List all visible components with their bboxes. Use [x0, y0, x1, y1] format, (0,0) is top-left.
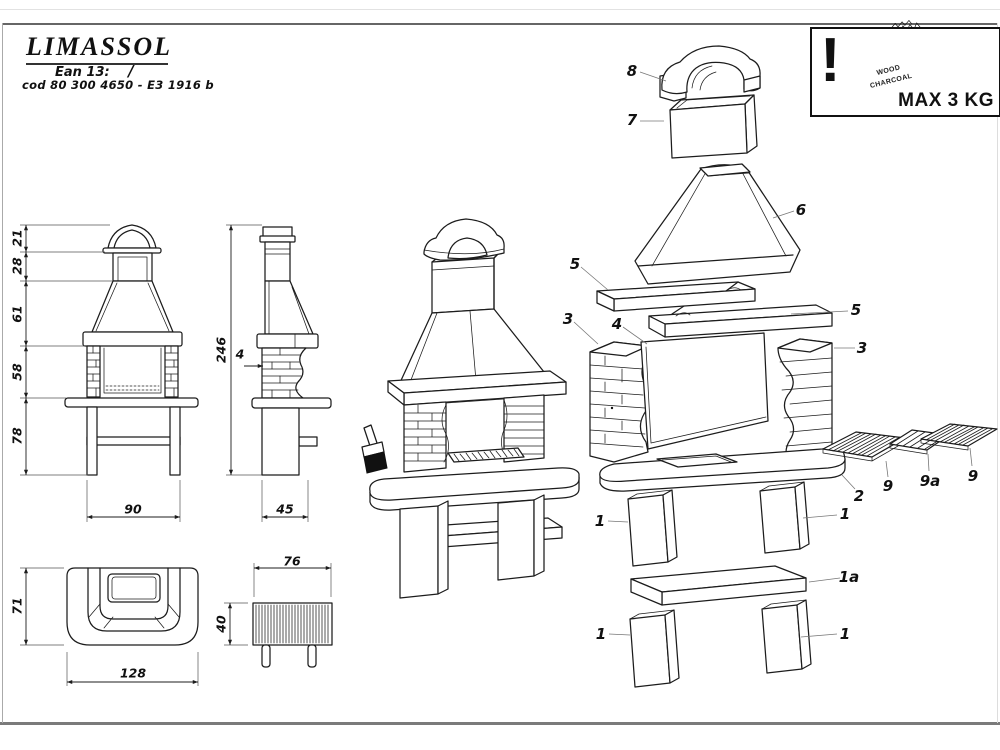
part-brick-column-left — [589, 341, 651, 463]
dim-front-base: 78 — [9, 427, 25, 445]
sheet-title: LIMASSOL — [26, 32, 170, 65]
part-label-leg-lr: 1 — [839, 625, 851, 643]
frame-top-line — [2, 23, 998, 25]
dim-top-depth: 71 — [9, 597, 25, 615]
part-label-column-right: 3 — [856, 339, 868, 357]
part-label-chimney: 7 — [626, 111, 638, 129]
dim-total-height: 246 — [213, 336, 229, 364]
ean-line: Ean 13: / — [55, 62, 134, 80]
part-label-grate-right: 9 — [967, 467, 979, 485]
part-back-panel — [640, 332, 769, 450]
part-label-leg-ur: 1 — [839, 505, 851, 523]
part-brick-column-right — [777, 338, 833, 467]
page-shadow-line — [0, 9, 1000, 10]
part-hood — [634, 163, 801, 285]
dim-front-firebox: 58 — [9, 363, 25, 381]
part-mantel-shelf-right — [648, 304, 833, 338]
side-view-drawing — [244, 226, 332, 522]
brush-icon — [361, 424, 388, 474]
part-mantel-shelf-left — [596, 281, 756, 312]
dim-top-width: 128 — [119, 665, 147, 681]
frame-left-line — [2, 23, 3, 723]
part-label-grate-left: 9 — [882, 477, 894, 495]
part-label-hood: 6 — [795, 201, 807, 219]
assembled-view-drawing — [361, 218, 580, 599]
ean-value: / — [128, 62, 134, 80]
part-label-back-panel: 4 — [611, 315, 623, 333]
front-view-drawing — [64, 224, 199, 476]
part-leg-lower-left — [629, 609, 680, 688]
max-load-label: MAX 3 KG — [898, 90, 994, 111]
frame-right-line — [997, 23, 998, 723]
dim-grate-width: 76 — [283, 553, 301, 569]
frame-bottom-line — [0, 722, 1000, 725]
top-view-drawing — [20, 567, 199, 686]
front-view-dimension-lines — [20, 224, 262, 522]
part-grate-right — [920, 423, 998, 451]
part-label-shelf-left: 5 — [569, 255, 581, 273]
part-bottom-shelf — [630, 565, 807, 606]
part-label-column-left: 3 — [562, 310, 574, 328]
part-label-chimney-cap: 8 — [626, 62, 638, 80]
part-label-leg-ll: 1 — [595, 625, 607, 643]
exploded-view-drawing — [573, 45, 998, 688]
dim-front-chimney: 28 — [9, 257, 25, 275]
part-chimney — [669, 94, 758, 159]
dim-front-hood: 61 — [9, 305, 25, 323]
dim-grate-height: 40 — [213, 615, 229, 633]
part-label-worktop: 2 — [853, 487, 865, 505]
dim-side-depth: 45 — [276, 501, 294, 517]
part-chimney-cap — [659, 45, 761, 102]
part-label-grate-small: 9a — [919, 472, 941, 490]
part-label-leg-ul: 1 — [594, 512, 606, 530]
part-leg-upper-right — [759, 481, 810, 554]
dim-wall-thickness: 4 — [235, 346, 245, 362]
product-code: cod 80 300 4650 - E3 1916 b — [22, 78, 214, 92]
dim-front-cap: 21 — [9, 229, 25, 247]
grate-view-drawing — [224, 563, 333, 668]
part-label-shelf-right: 5 — [850, 301, 862, 319]
ean-label: Ean 13: — [55, 65, 110, 80]
part-leg-upper-left — [627, 489, 678, 567]
part-leg-lower-right — [761, 599, 812, 674]
exclamation-icon: ! — [820, 26, 841, 95]
dim-front-width: 90 — [124, 501, 142, 517]
part-label-bottom-shelf: 1a — [838, 568, 860, 586]
fuel-warning-box — [810, 27, 1000, 117]
